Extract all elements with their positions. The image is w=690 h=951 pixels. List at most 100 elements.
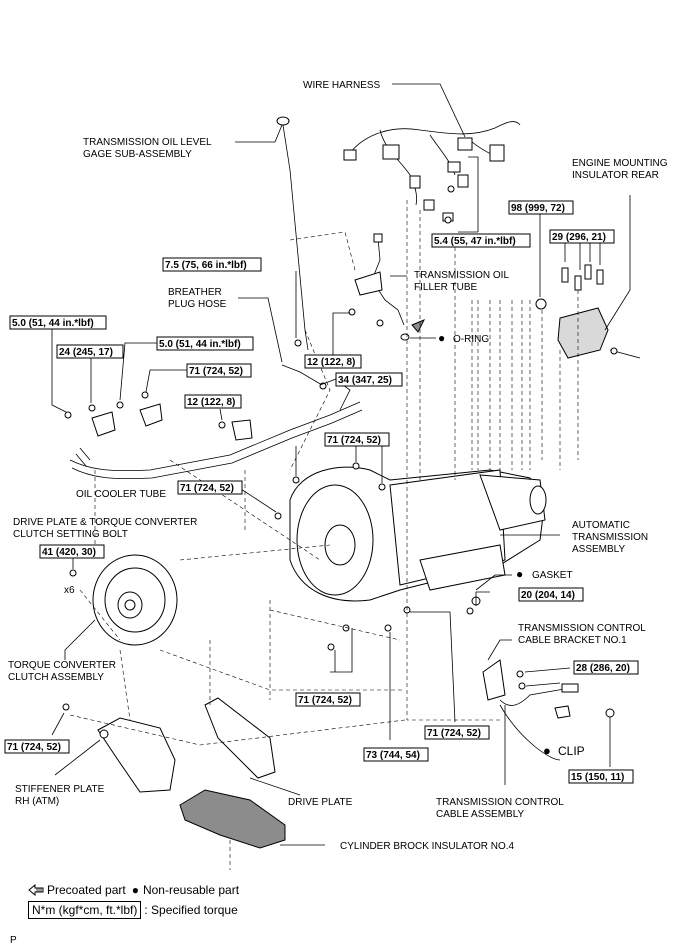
label-x6: x6 bbox=[64, 585, 75, 596]
label-torque-converter-2: CLUTCH ASSEMBLY bbox=[8, 672, 104, 683]
legend: Precoated part ● Non-reusable part N*m (… bbox=[28, 880, 239, 920]
leader-lines bbox=[51, 83, 631, 846]
label-oil-level-gage-2: GAGE SUB-ASSEMBLY bbox=[83, 149, 192, 160]
legend-row-2: N*m (kgf*cm, ft.*lbf) : Specified torque bbox=[28, 900, 239, 920]
label-stiffener-2: RH (ATM) bbox=[15, 796, 59, 807]
svg-text:28 (286, 20): 28 (286, 20) bbox=[576, 663, 630, 674]
automatic-transmission-part bbox=[289, 466, 547, 602]
label-auto-trans-3: ASSEMBLY bbox=[572, 544, 625, 555]
torque-15: 15 (150, 11) bbox=[568, 769, 634, 784]
torque-20: 20 (204, 14) bbox=[518, 587, 584, 602]
oil-filler-tube-part bbox=[354, 233, 426, 341]
torque-71-e: 71 (724, 52) bbox=[4, 739, 70, 754]
bolts-group bbox=[62, 185, 526, 711]
stiffener-plate-part bbox=[97, 717, 176, 793]
torque-12-b: 12 (122, 8) bbox=[184, 394, 242, 409]
legend-specified: : Specified torque bbox=[144, 903, 238, 917]
svg-text:12 (122, 8): 12 (122, 8) bbox=[307, 357, 355, 368]
assembly-guide-lines bbox=[69, 200, 579, 870]
svg-text:12 (122, 8): 12 (122, 8) bbox=[187, 397, 235, 408]
torque-71-f: 71 (724, 52) bbox=[424, 725, 490, 740]
label-insulator: CYLINDER BROCK INSULATOR NO.4 bbox=[340, 841, 515, 852]
label-drive-plate: DRIVE PLATE bbox=[288, 797, 353, 808]
svg-text:29 (296, 21): 29 (296, 21) bbox=[552, 232, 606, 243]
label-gasket: GASKET bbox=[532, 570, 573, 581]
label-oil-filler-1: TRANSMISSION OIL bbox=[414, 270, 509, 281]
svg-text:5.0 (51, 44 in.*lbf): 5.0 (51, 44 in.*lbf) bbox=[159, 339, 241, 350]
label-clip: CLIP bbox=[558, 744, 585, 758]
drive-plate-part bbox=[204, 697, 276, 779]
torque-24: 24 (245, 17) bbox=[56, 344, 124, 359]
torque-5-4: 5.4 (55, 47 in.*lbf) bbox=[431, 233, 531, 248]
torque-converter-part bbox=[92, 554, 178, 646]
bullet-gasket: ● bbox=[516, 567, 523, 581]
svg-text:71 (724, 52): 71 (724, 52) bbox=[7, 742, 61, 753]
svg-text:71 (724, 52): 71 (724, 52) bbox=[298, 695, 352, 706]
torque-28: 28 (286, 20) bbox=[573, 660, 639, 675]
engine-mounting-insulator-part bbox=[535, 264, 641, 359]
part-labels: WIRE HARNESS TRANSMISSION OIL LEVEL GAGE… bbox=[8, 80, 668, 852]
torque-71-a: 71 (724, 52) bbox=[186, 363, 252, 378]
label-oil-filler-2: FILLER TUBE bbox=[414, 282, 477, 293]
legend-row-1: Precoated part ● Non-reusable part bbox=[28, 880, 239, 900]
bullet-o-ring: ● bbox=[438, 331, 445, 345]
svg-text:71 (724, 52): 71 (724, 52) bbox=[327, 435, 381, 446]
svg-text:98 (999, 72): 98 (999, 72) bbox=[511, 203, 565, 214]
svg-text:15 (150, 11): 15 (150, 11) bbox=[571, 772, 624, 783]
svg-text:20 (204, 14): 20 (204, 14) bbox=[521, 590, 575, 601]
svg-text:7.5 (75, 66 in.*lbf): 7.5 (75, 66 in.*lbf) bbox=[165, 260, 247, 271]
breather-plug-hose-part bbox=[281, 364, 327, 390]
torque-7-5: 7.5 (75, 66 in.*lbf) bbox=[162, 257, 262, 272]
label-breather-2: PLUG HOSE bbox=[168, 299, 227, 310]
label-stiffener-1: STIFFENER PLATE bbox=[15, 784, 105, 795]
svg-text:24 (245, 17): 24 (245, 17) bbox=[59, 347, 113, 358]
torque-71-b: 71 (724, 52) bbox=[324, 432, 390, 447]
svg-text:73 (744, 54): 73 (744, 54) bbox=[366, 750, 420, 761]
legend-bullet: ● bbox=[131, 883, 139, 897]
label-auto-trans-2: TRANSMISSION bbox=[572, 532, 648, 543]
torque-5-0-a: 5.0 (51, 44 in.*lbf) bbox=[9, 315, 107, 330]
label-engine-mount-2: INSULATOR REAR bbox=[572, 170, 659, 181]
label-cable-bracket-2: CABLE BRACKET NO.1 bbox=[518, 635, 627, 646]
svg-text:5.0 (51, 44 in.*lbf): 5.0 (51, 44 in.*lbf) bbox=[12, 318, 94, 329]
label-breather-1: BREATHER bbox=[168, 287, 222, 298]
label-wire-harness: WIRE HARNESS bbox=[303, 80, 381, 91]
torque-71-d: 71 (724, 52) bbox=[295, 692, 361, 707]
cylinder-block-insulator-part bbox=[179, 789, 286, 849]
label-control-cable-2: CABLE ASSEMBLY bbox=[436, 809, 525, 820]
torque-71-c: 71 (724, 52) bbox=[177, 480, 243, 495]
label-oil-cooler-tube: OIL COOLER TUBE bbox=[76, 489, 166, 500]
legend-precoated: Precoated part bbox=[47, 883, 126, 897]
label-auto-trans-1: AUTOMATIC bbox=[572, 520, 630, 531]
label-oil-level-gage-1: TRANSMISSION OIL LEVEL bbox=[83, 137, 212, 148]
wire-harness-part bbox=[343, 121, 521, 222]
label-drive-plate-bolt-1: DRIVE PLATE & TORQUE CONVERTER bbox=[13, 517, 197, 528]
torque-34: 34 (347, 25) bbox=[335, 372, 403, 387]
torque-98: 98 (999, 72) bbox=[508, 200, 574, 215]
torque-12-a: 12 (122, 8) bbox=[304, 354, 362, 369]
label-drive-plate-bolt-2: CLUTCH SETTING BOLT bbox=[13, 529, 128, 540]
bullet-clip: ● bbox=[543, 743, 551, 758]
torque-73: 73 (744, 54) bbox=[363, 747, 429, 762]
svg-text:34 (347, 25): 34 (347, 25) bbox=[338, 375, 392, 386]
svg-text:71 (724, 52): 71 (724, 52) bbox=[180, 483, 234, 494]
label-torque-converter-1: TORQUE CONVERTER bbox=[8, 660, 116, 671]
torque-29: 29 (296, 21) bbox=[549, 229, 615, 244]
torque-5-0-b: 5.0 (51, 44 in.*lbf) bbox=[156, 336, 254, 351]
oil-level-gage-part bbox=[276, 116, 309, 351]
legend-non-reusable: Non-reusable part bbox=[142, 883, 240, 897]
torque-41: 41 (420, 30) bbox=[39, 544, 105, 559]
svg-text:71 (724, 52): 71 (724, 52) bbox=[189, 366, 243, 377]
label-control-cable-1: TRANSMISSION CONTROL bbox=[436, 797, 564, 808]
legend-torque-unit: N*m (kgf*cm, ft.*lbf) bbox=[28, 901, 142, 919]
torque-callouts: 5.4 (55, 47 in.*lbf) 98 (999, 72) 29 (29… bbox=[4, 200, 639, 784]
precoated-icon bbox=[28, 884, 44, 896]
transmission-control-cable-part bbox=[482, 659, 615, 761]
label-engine-mount-1: ENGINE MOUNTING bbox=[572, 158, 668, 169]
svg-text:5.4 (55, 47 in.*lbf): 5.4 (55, 47 in.*lbf) bbox=[434, 236, 516, 247]
svg-text:41 (420, 30): 41 (420, 30) bbox=[42, 547, 96, 558]
page-letter: P bbox=[10, 935, 17, 946]
svg-text:71 (724, 52): 71 (724, 52) bbox=[427, 728, 481, 739]
label-cable-bracket-1: TRANSMISSION CONTROL bbox=[518, 623, 646, 634]
